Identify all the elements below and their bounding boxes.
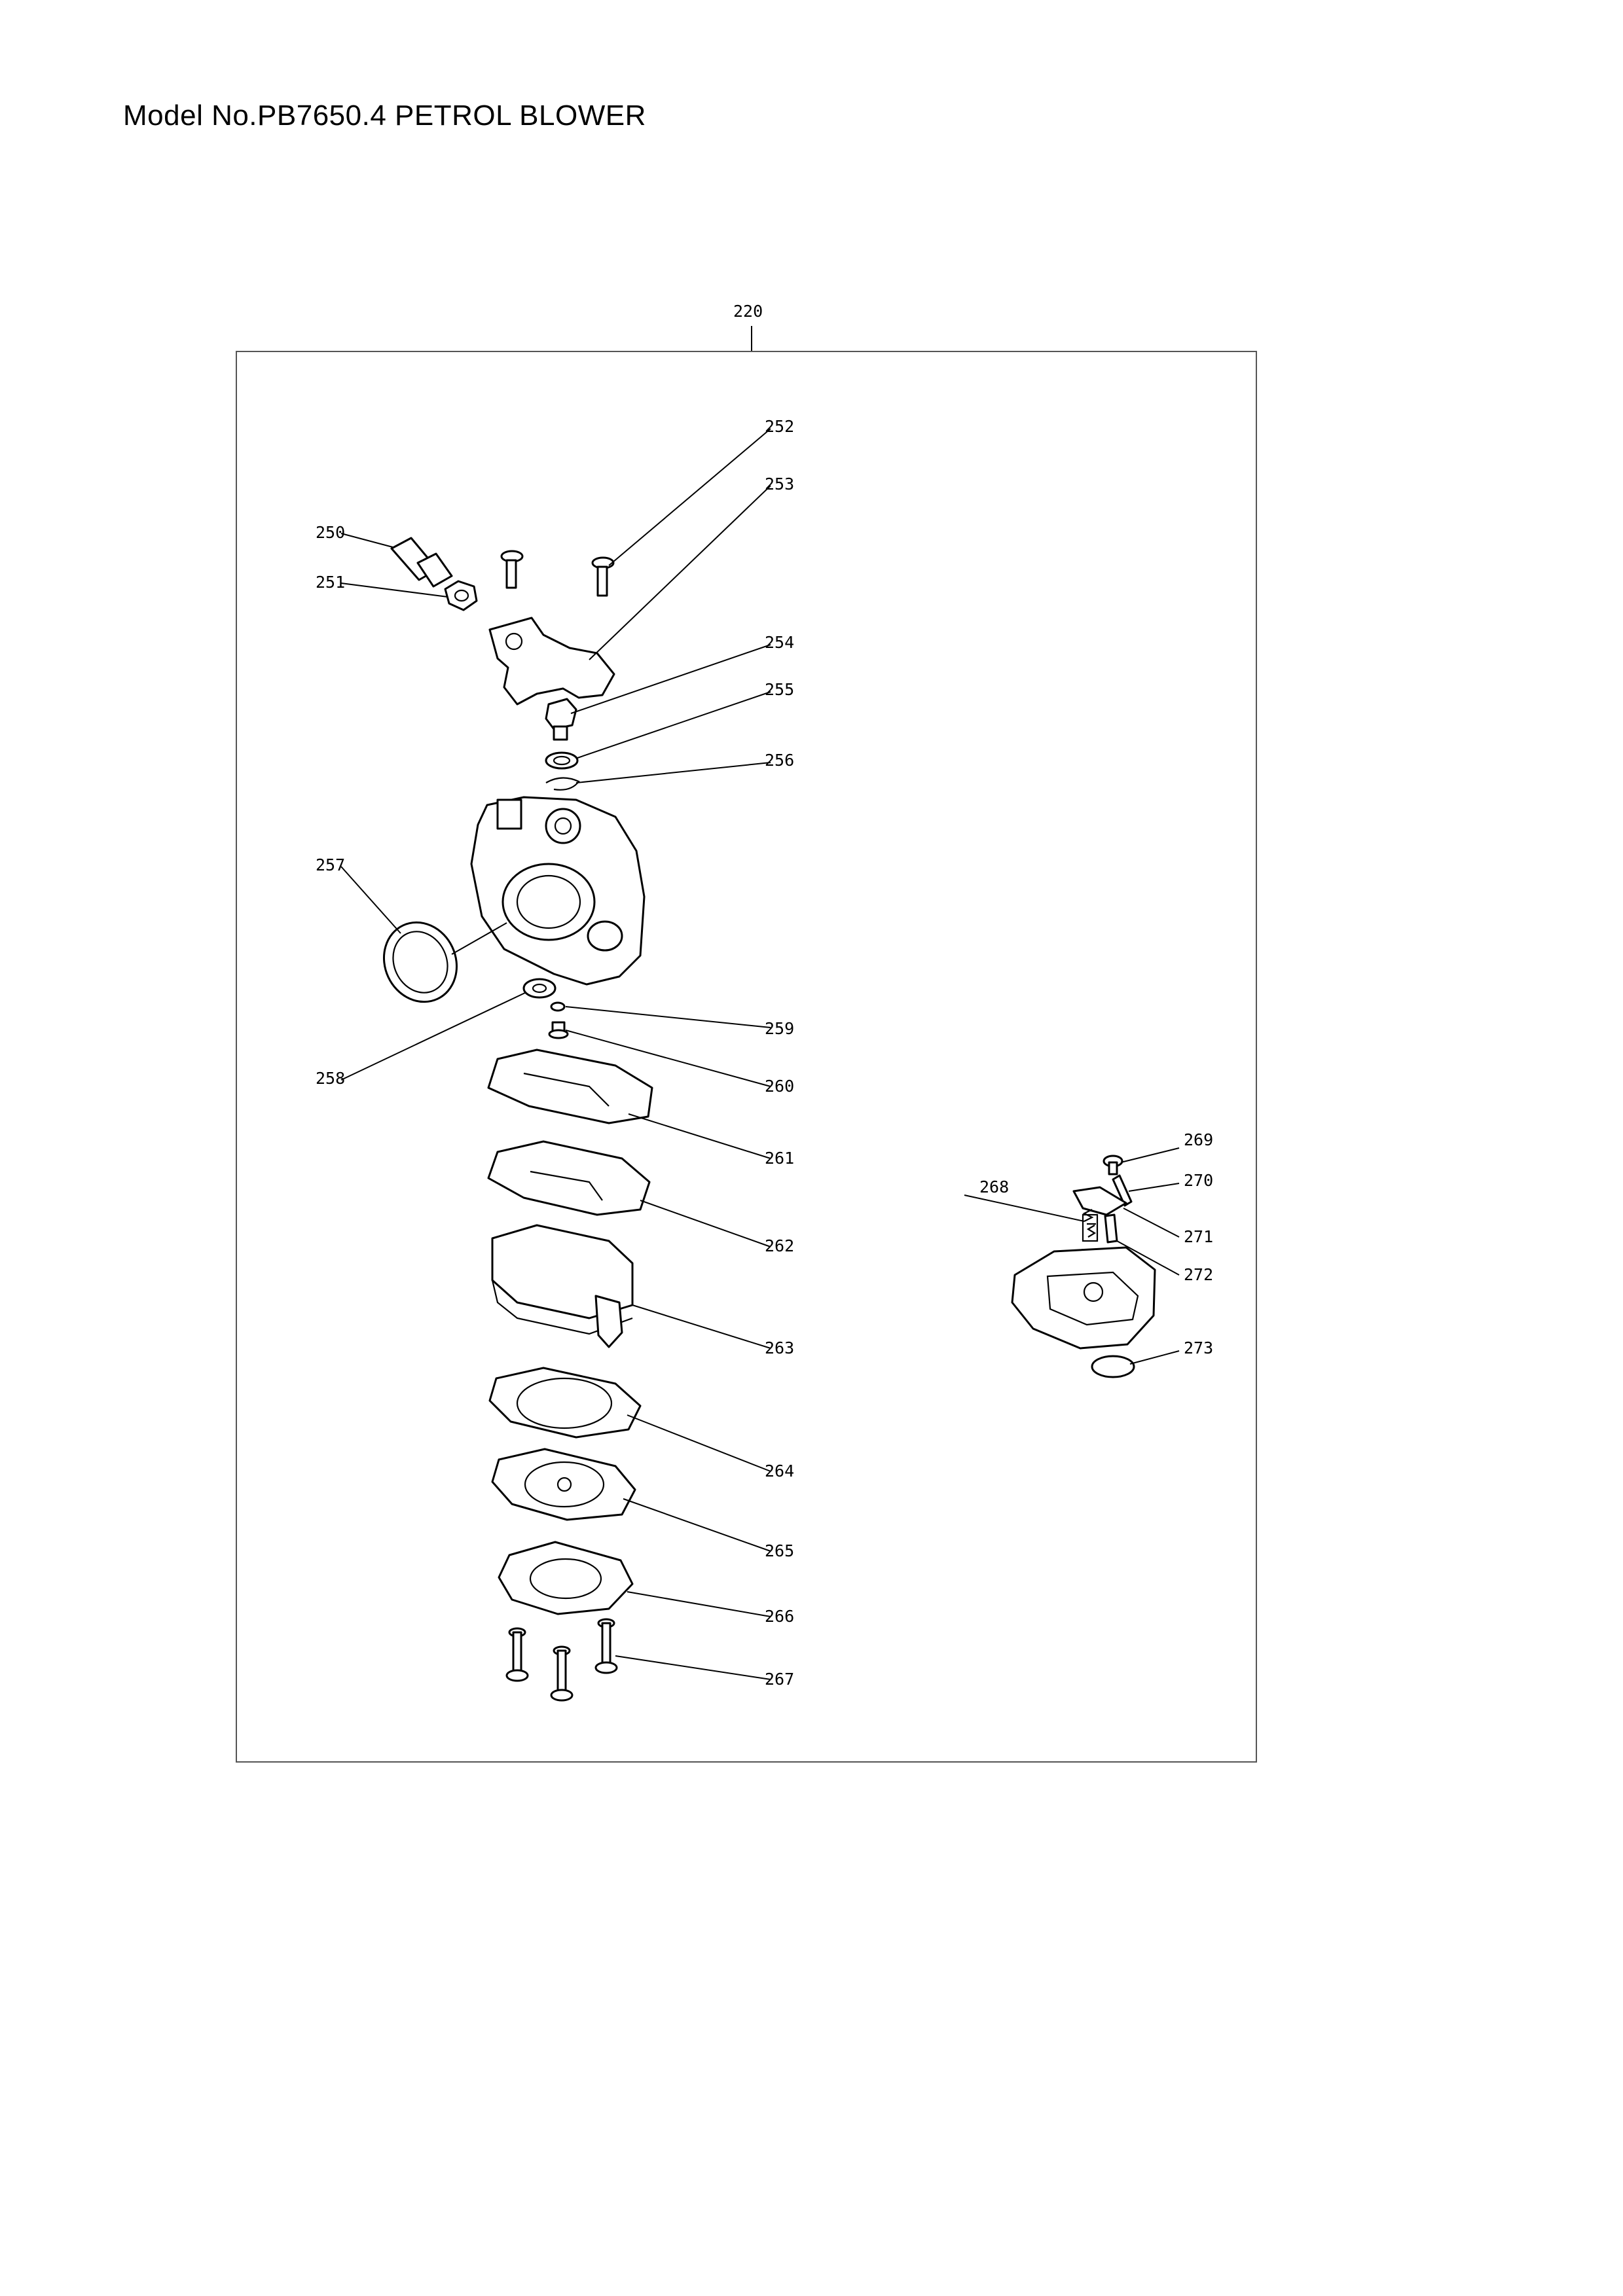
callout-271: 271 <box>1184 1227 1213 1246</box>
part-254-screw <box>545 698 577 741</box>
part-272-needle <box>1104 1213 1118 1244</box>
callout-261: 261 <box>765 1149 794 1168</box>
part-263-pump-cover <box>491 1224 634 1348</box>
callout-250: 250 <box>316 523 345 542</box>
part-270-pin <box>1112 1174 1133 1207</box>
part-255-washer <box>545 751 579 770</box>
assembly-number-220: 220 <box>733 302 763 321</box>
callout-259: 259 <box>765 1019 794 1038</box>
callout-260: 260 <box>765 1077 794 1096</box>
carburetor-body <box>470 796 646 986</box>
part-264-gasket <box>488 1367 642 1439</box>
part-273-disc <box>1091 1355 1135 1378</box>
part-267-screws <box>505 1618 618 1702</box>
part-269-screw <box>1103 1155 1123 1175</box>
callout-268: 268 <box>979 1177 1009 1196</box>
part-251-nut <box>444 580 478 611</box>
part-265-diaphragm <box>491 1448 636 1521</box>
callout-263: 263 <box>765 1338 794 1357</box>
part-271-lever <box>1072 1186 1127 1216</box>
part-262-diaphragm <box>487 1140 651 1216</box>
screw-small <box>500 550 524 589</box>
callout-255: 255 <box>765 680 794 699</box>
part-257-seal-ring <box>382 921 458 1003</box>
callout-265: 265 <box>765 1541 794 1560</box>
part-266-cover <box>498 1541 634 1615</box>
part-260-needle-seat <box>548 1021 569 1039</box>
callout-251: 251 <box>316 573 345 592</box>
callout-253: 253 <box>765 475 794 493</box>
callout-269: 269 <box>1184 1130 1213 1149</box>
part-250-fitting <box>390 537 453 588</box>
callout-270: 270 <box>1184 1171 1213 1190</box>
metering-cover-assembly <box>1011 1246 1156 1350</box>
callout-267: 267 <box>765 1670 794 1689</box>
callout-258: 258 <box>316 1069 345 1088</box>
assembly-frame <box>236 351 1257 1763</box>
part-253-throttle-lever <box>488 617 615 706</box>
part-252-screw <box>591 556 615 597</box>
part-256-clip <box>545 777 580 791</box>
part-268-spring <box>1082 1209 1099 1242</box>
callout-272: 272 <box>1184 1265 1213 1284</box>
callout-252: 252 <box>765 417 794 436</box>
callout-257: 257 <box>316 855 345 874</box>
callout-254: 254 <box>765 633 794 652</box>
callout-273: 273 <box>1184 1338 1213 1357</box>
leader-lines <box>340 428 1180 1680</box>
callout-264: 264 <box>765 1462 794 1480</box>
page-title: Model No.PB7650.4 PETROL BLOWER <box>123 99 646 132</box>
part-259-ring <box>550 1001 566 1012</box>
callout-256: 256 <box>765 751 794 770</box>
part-261-gasket <box>487 1049 653 1124</box>
callout-262: 262 <box>765 1236 794 1255</box>
part-258-washer <box>522 978 556 999</box>
callout-266: 266 <box>765 1607 794 1626</box>
